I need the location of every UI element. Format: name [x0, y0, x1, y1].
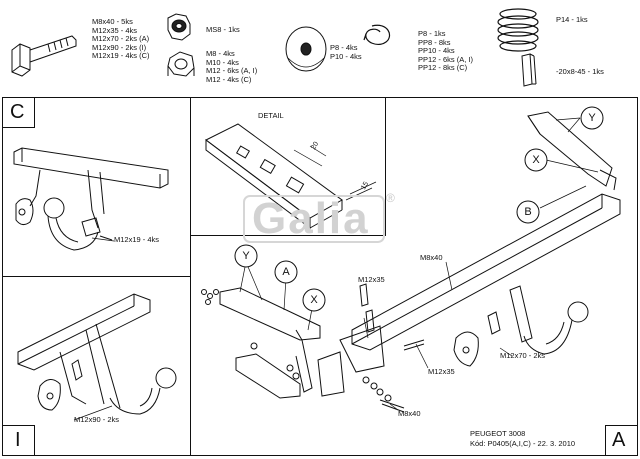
panel-i-letter-box	[2, 425, 35, 456]
nut-spec-3: M12 - 6ks (A, I)	[206, 66, 258, 76]
footer-code: Kód: P0405(A,I,C) - 22. 3. 2010	[470, 439, 576, 448]
spacer-icon	[521, 53, 537, 87]
bolt-spec-4: M12x90 - 2ks (I)	[92, 42, 147, 52]
panel-a-letter: A	[612, 429, 626, 451]
spacer-label: -20x8-45 - 1ks	[556, 67, 604, 76]
callout-a-left: A	[282, 266, 290, 278]
washer-spec-2: P10 - 4ks	[330, 51, 362, 61]
panel-c-letter: C	[10, 101, 25, 123]
nuts-list: M8 - 4ks M10 - 4ks M12 - 6ks (A, I) M12 …	[206, 49, 258, 84]
callout-y-right-circle	[580, 106, 604, 130]
spring-icon	[497, 8, 539, 52]
leader-lines	[73, 117, 599, 421]
washer-spec-1: P8 - 4ks	[330, 43, 358, 52]
spring-washer-spec-2: PP8 - 8ks	[418, 37, 451, 47]
bolts-list: M8x40 - 5ks M12x35 - 4ks M12x70 - 2ks (A…	[92, 17, 150, 61]
panel-a-letter-box	[605, 425, 638, 456]
m12x70-label: M12x70 - 2ks	[500, 351, 546, 360]
panel-c-bolt-label: M12x19 - 4ks	[114, 235, 160, 244]
spring-washer-spec-5: PP12 - 8ks (C)	[418, 63, 468, 73]
m12x35-label-lower: M12x35	[428, 367, 455, 376]
bolt-spec-3: M12x70 - 2ks (A)	[92, 34, 150, 44]
callout-x-right-circle	[524, 148, 548, 172]
callout-x-left: X	[310, 294, 318, 306]
panel-i-towbar-drawing	[17, 293, 177, 415]
detail-title: DETAIL	[258, 111, 284, 120]
bolt-spec-1: M8x40 - 5ks	[92, 17, 133, 26]
bolt-spec-5: M12x19 - 4ks (C)	[92, 51, 150, 61]
nut-spec-2: M10 - 4ks	[206, 57, 239, 67]
washers-list: P8 - 4ks P10 - 4ks	[330, 43, 362, 61]
callout-circles	[234, 106, 604, 312]
m8x40-label-lower: M8x40	[398, 409, 421, 418]
galia-logo-text: Galia	[252, 194, 370, 243]
nut-spec-4: M12 - 4ks (C)	[206, 74, 252, 84]
callout-b-circle	[516, 200, 540, 224]
callout-y-left: Y	[242, 250, 250, 262]
spring-washer-spec-4: PP12 - 6ks (A, I)	[418, 54, 474, 64]
spring-washers-list: P8 - 1ks PP8 - 8ks PP10 - 4ks PP12 - 6ks…	[418, 29, 474, 73]
footer-model: PEUGEOT 3008	[470, 429, 526, 438]
galia-logo-registered: ®	[386, 191, 395, 205]
nut-icon	[167, 51, 195, 77]
spring-washer-icon	[363, 24, 391, 46]
galia-logo-mark	[243, 195, 385, 243]
washer-icon	[285, 26, 327, 72]
spring-label: P14 - 1ks	[556, 15, 588, 24]
bolt-spec-2: M12x35 - 4ks	[92, 25, 138, 35]
nut-spec-1: M8 - 4ks	[206, 49, 235, 58]
spring-washer-spec-3: PP10 - 4ks	[418, 46, 455, 56]
panel-c-letter-box	[2, 97, 35, 128]
panel-i-bolt-label: M12x90 - 2ks	[74, 415, 120, 424]
spring-washer-spec-1: P8 - 1ks	[418, 29, 446, 38]
self-lock-nut-icon	[167, 13, 191, 41]
callout-b: B	[524, 206, 532, 218]
panel-c-towbar-drawing	[13, 147, 169, 251]
callout-x-left-circle	[302, 288, 326, 312]
panel-i-letter: I	[15, 429, 21, 451]
detail-bracket-drawing	[205, 123, 377, 229]
m8x40-label-upper: M8x40	[420, 253, 443, 262]
callout-x-right: X	[532, 154, 540, 166]
callout-y-right: Y	[588, 112, 596, 124]
callout-y-left-circle	[234, 244, 258, 268]
bolt-icon	[11, 35, 77, 77]
callout-a-left-circle	[274, 260, 298, 284]
m12x35-label-upper: M12x35	[358, 275, 385, 284]
left-bracket-assembly-drawing	[201, 283, 425, 413]
main-crossbar-drawing	[339, 111, 621, 373]
self-lock-nut-label: MS8 - 1ks	[206, 25, 240, 34]
